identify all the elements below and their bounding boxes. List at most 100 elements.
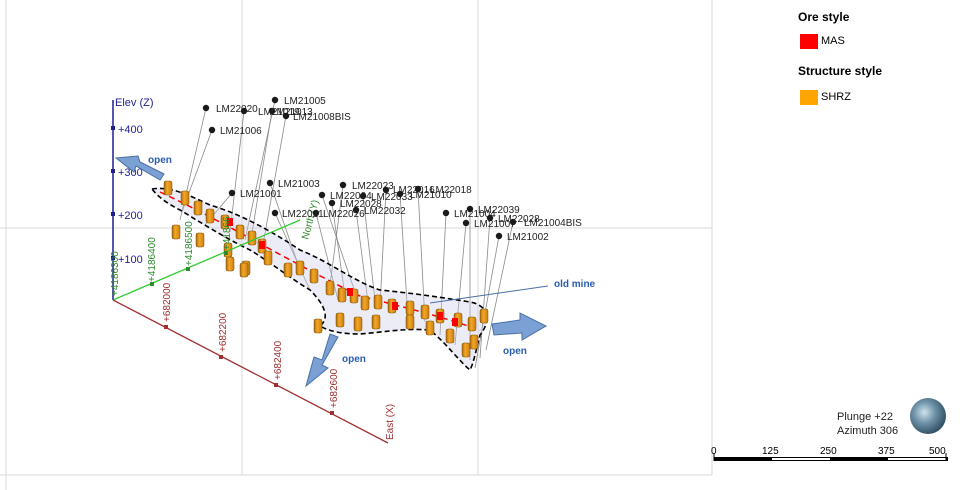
drillhole-label[interactable]: LM22018 xyxy=(430,185,472,196)
shrz-intersection xyxy=(425,320,435,336)
drillhole-collar[interactable] xyxy=(382,186,390,194)
drillhole-collar[interactable] xyxy=(442,209,450,217)
drillhole-label[interactable]: LM21002 xyxy=(507,232,549,243)
scale-label-250: 250 xyxy=(820,446,837,457)
drillhole-collar[interactable] xyxy=(352,206,360,214)
shrz-intersection xyxy=(309,268,319,284)
drillhole-collar[interactable] xyxy=(495,232,503,240)
drillhole-collar[interactable] xyxy=(328,199,336,207)
open-label-bottom: open xyxy=(342,354,366,365)
scale-bar xyxy=(713,453,948,461)
drillhole-label[interactable]: LM22039 xyxy=(478,205,520,216)
drillhole-trace xyxy=(474,235,500,369)
drillhole-label[interactable]: LM22026 xyxy=(323,209,365,220)
east-axis-label: East (X) xyxy=(385,404,396,440)
drillhole-collar[interactable] xyxy=(271,209,279,217)
drillhole-label[interactable]: LM22028 xyxy=(498,214,540,225)
drillhole-collar[interactable] xyxy=(266,179,274,187)
shrz-intersection xyxy=(373,294,383,310)
old-mine-label: old mine xyxy=(554,279,596,290)
shrz-intersection xyxy=(420,304,430,320)
drillhole-collar[interactable] xyxy=(486,214,494,222)
drillhole-collar[interactable] xyxy=(462,219,470,227)
drillhole-collar[interactable] xyxy=(208,126,216,134)
drillhole-collar[interactable] xyxy=(509,218,517,226)
drillhole-collar[interactable] xyxy=(339,181,347,189)
drillhole-collar[interactable] xyxy=(396,190,404,198)
drillhole-collar[interactable] xyxy=(318,191,326,199)
north-tick-4186300: +4186300 xyxy=(110,251,121,296)
drillhole-collar[interactable] xyxy=(359,192,367,200)
drillhole-trace xyxy=(362,195,376,301)
elev-tick-300: +300 xyxy=(118,167,143,179)
drillhole-collar[interactable] xyxy=(240,107,248,115)
drillhole-collar[interactable] xyxy=(414,185,422,193)
drillhole-label[interactable]: LM21008BIS xyxy=(293,112,351,123)
drillhole-collar[interactable] xyxy=(268,107,276,115)
drillhole-label[interactable]: LM21004BIS xyxy=(524,218,582,229)
drillhole-label[interactable]: LM21019 xyxy=(258,107,300,118)
shrz-intersection xyxy=(469,334,479,350)
open-arrow-bottom: open xyxy=(305,333,366,388)
mas-intersection xyxy=(437,312,443,320)
east-tick-682000: +682000 xyxy=(162,282,173,322)
drillhole-label[interactable]: LM21005 xyxy=(284,96,326,107)
drillhole-label[interactable]: LM21013 xyxy=(271,107,313,118)
drillhole-label[interactable]: LM21006 xyxy=(220,126,262,137)
old-mine-annotation: old mine xyxy=(429,279,596,304)
drillhole-label[interactable]: LM22023 xyxy=(352,181,394,192)
shrz-intersection xyxy=(235,224,245,240)
drillhole-label[interactable]: LM21004 xyxy=(454,209,496,220)
north-tick-4186500: +4186500 xyxy=(184,221,195,266)
drillhole-label[interactable]: LM22020 xyxy=(216,104,258,115)
shrz-intersection xyxy=(171,224,181,240)
drillhole-label[interactable]: LM22028 xyxy=(340,199,382,210)
legend-ore-title: Ore style xyxy=(798,10,850,24)
legend-mas-swatch xyxy=(800,34,818,49)
drillhole-collar[interactable] xyxy=(282,112,290,120)
shrz-intersection xyxy=(195,232,205,248)
north-tick-41866: +41866 xyxy=(222,216,233,250)
drillhole-label[interactable]: LM22032 xyxy=(364,206,406,217)
drillhole-label[interactable]: LM21001 xyxy=(240,189,282,200)
drillhole-label[interactable]: LM22004 xyxy=(330,191,372,202)
shrz-intersection xyxy=(247,230,257,246)
drillhole-label[interactable]: LM22033 xyxy=(371,192,413,203)
open-label-right: open xyxy=(503,346,527,357)
shrz-intersection xyxy=(325,280,335,296)
drillhole-trace xyxy=(379,189,387,307)
drillhole-collar[interactable] xyxy=(312,209,320,217)
drillhole-label[interactable]: LM21010 xyxy=(410,190,452,201)
drillhole-trace xyxy=(274,212,311,291)
drillhole-label[interactable]: LM21007 xyxy=(474,219,516,230)
open-arrow-right: open xyxy=(491,312,548,357)
drillhole-trace xyxy=(331,202,346,297)
drillhole-trace xyxy=(355,209,369,303)
drillhole-trace xyxy=(315,212,339,301)
east-tick-682200: +682200 xyxy=(218,312,229,352)
shrz-intersection xyxy=(239,262,249,278)
drillhole-trace xyxy=(479,217,491,359)
drillhole-collar[interactable] xyxy=(466,205,474,213)
mas-intersection xyxy=(259,241,265,249)
elev-tick-400: +400 xyxy=(118,124,143,136)
drillhole-collar[interactable] xyxy=(228,189,236,197)
shrz-intersection xyxy=(360,295,370,311)
drillhole-label[interactable]: LM22016 xyxy=(393,185,435,196)
orientation-globe-icon[interactable] xyxy=(910,398,946,434)
shrz-intersection xyxy=(335,312,345,328)
drillhole-collar[interactable] xyxy=(202,104,210,112)
shrz-intersection xyxy=(263,250,273,266)
shrz-intersection xyxy=(467,316,477,332)
scale-label-375: 375 xyxy=(878,446,895,457)
mas-intersection xyxy=(452,318,458,326)
shrz-intersection xyxy=(225,256,235,272)
shrz-intersection xyxy=(180,190,190,206)
drillhole-label[interactable]: LM22021 xyxy=(282,209,324,220)
drillhole-trace xyxy=(229,110,245,233)
drillhole-label[interactable]: LM21003 xyxy=(278,179,320,190)
shrz-intersection xyxy=(205,208,215,224)
drillhole-collar[interactable] xyxy=(271,96,279,104)
east-axis: +682000 +682200 +682400 +682600 East (X) xyxy=(112,282,396,444)
